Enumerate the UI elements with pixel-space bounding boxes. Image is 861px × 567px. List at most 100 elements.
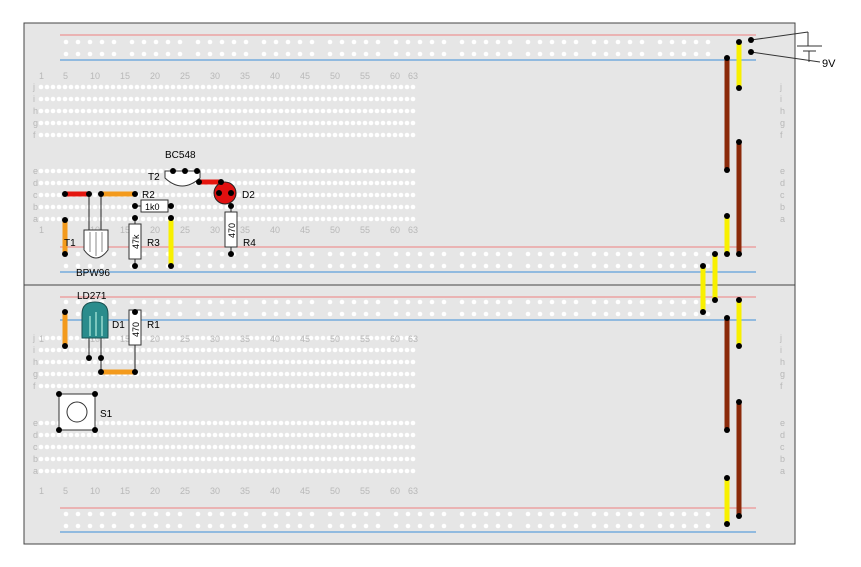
row-letter: i xyxy=(780,94,782,104)
row-letter: e xyxy=(780,166,785,176)
column-number: 45 xyxy=(300,486,310,496)
column-number: 1 xyxy=(39,486,44,496)
row-letter: h xyxy=(33,106,38,116)
column-number: 40 xyxy=(270,334,280,344)
r3-value-label: 47k xyxy=(131,234,141,249)
connection-dot xyxy=(218,179,224,185)
column-number: 50 xyxy=(330,225,340,235)
connection-dot xyxy=(132,203,138,209)
connection-dot xyxy=(736,251,742,257)
connection-dot xyxy=(98,191,104,197)
column-number: 63 xyxy=(408,71,418,81)
connection-dot xyxy=(86,191,92,197)
phototransistor-t1: T1 BPW96 xyxy=(64,194,110,279)
connection-dot xyxy=(132,215,138,221)
connection-dot xyxy=(182,168,188,174)
row-letter: e xyxy=(33,418,38,428)
battery-9v: 9V xyxy=(750,31,836,70)
row-letter: g xyxy=(780,118,785,128)
d1-ref-label: D1 xyxy=(112,320,125,331)
row-letter: e xyxy=(780,418,785,428)
connection-dot xyxy=(712,297,718,303)
column-number: 35 xyxy=(240,225,250,235)
connection-dot xyxy=(724,213,730,219)
connection-dot xyxy=(736,343,742,349)
column-number: 15 xyxy=(120,71,130,81)
column-number: 20 xyxy=(150,334,160,344)
column-number: 55 xyxy=(360,334,370,344)
column-number: 5 xyxy=(63,71,68,81)
connection-dot xyxy=(56,427,62,433)
column-number: 30 xyxy=(210,486,220,496)
connection-dot xyxy=(86,355,92,361)
column-number: 20 xyxy=(150,486,160,496)
column-number: 35 xyxy=(240,334,250,344)
r2-value-label: 1k0 xyxy=(145,202,160,212)
row-letter: f xyxy=(33,130,36,140)
column-number: 30 xyxy=(210,225,220,235)
connection-dot xyxy=(724,251,730,257)
connection-dot xyxy=(724,475,730,481)
connection-dot xyxy=(62,251,68,257)
row-letter: c xyxy=(780,442,785,452)
connection-dot xyxy=(700,263,706,269)
row-letter: d xyxy=(33,178,38,188)
resistor-r2: 1k0 R2 xyxy=(135,190,171,213)
t1-ref-label: T1 xyxy=(64,238,76,249)
column-number: 45 xyxy=(300,225,310,235)
r3-ref-label: R3 xyxy=(147,238,160,249)
column-number: 60 xyxy=(390,71,400,81)
column-number: 25 xyxy=(180,334,190,344)
connection-dot xyxy=(724,315,730,321)
grid-labels: 1111555510101010151515152020202025252525… xyxy=(32,71,785,496)
connection-dot xyxy=(132,309,138,315)
connection-dot xyxy=(748,37,754,43)
pushbutton-s1: S1 xyxy=(58,393,113,431)
column-number: 20 xyxy=(150,225,160,235)
column-number: 63 xyxy=(408,334,418,344)
column-number: 55 xyxy=(360,71,370,81)
column-number: 45 xyxy=(300,334,310,344)
connection-dot xyxy=(228,190,234,196)
battery-label: 9V xyxy=(822,58,836,70)
column-number: 40 xyxy=(270,486,280,496)
connection-dot xyxy=(62,217,68,223)
connection-dot xyxy=(168,215,174,221)
row-letter: i xyxy=(33,345,35,355)
wires xyxy=(62,42,742,524)
connection-dot xyxy=(62,191,68,197)
connection-dot xyxy=(132,369,138,375)
column-number: 10 xyxy=(90,71,100,81)
r4-value-label: 470 xyxy=(227,223,237,238)
column-number: 15 xyxy=(120,225,130,235)
r1-ref-label: R1 xyxy=(147,320,160,331)
column-number: 1 xyxy=(39,334,44,344)
column-number: 55 xyxy=(360,486,370,496)
connection-dot xyxy=(724,55,730,61)
ir-led-d1: LD271 D1 xyxy=(77,291,125,372)
column-number: 55 xyxy=(360,225,370,235)
resistor-r4: 470 R4 xyxy=(224,206,256,254)
t2-ref-label: T2 xyxy=(148,172,160,183)
connection-dot xyxy=(724,521,730,527)
row-letter: a xyxy=(780,466,785,476)
row-letter: j xyxy=(32,82,35,92)
connection-dot xyxy=(712,251,718,257)
row-letter: j xyxy=(779,333,782,343)
r2-ref-label: R2 xyxy=(142,190,155,201)
column-number: 1 xyxy=(39,71,44,81)
row-letter: a xyxy=(33,466,38,476)
column-number: 35 xyxy=(240,71,250,81)
row-letter: c xyxy=(780,190,785,200)
connection-dot xyxy=(62,343,68,349)
board-top xyxy=(23,22,796,286)
connection-points xyxy=(56,37,754,527)
connection-dot xyxy=(132,263,138,269)
column-number: 15 xyxy=(120,486,130,496)
connection-dot xyxy=(736,399,742,405)
resistor-r1: 470 R1 xyxy=(128,309,160,372)
row-letter: b xyxy=(780,454,785,464)
column-number: 15 xyxy=(120,334,130,344)
column-number: 25 xyxy=(180,71,190,81)
d2-ref-label: D2 xyxy=(242,190,255,201)
